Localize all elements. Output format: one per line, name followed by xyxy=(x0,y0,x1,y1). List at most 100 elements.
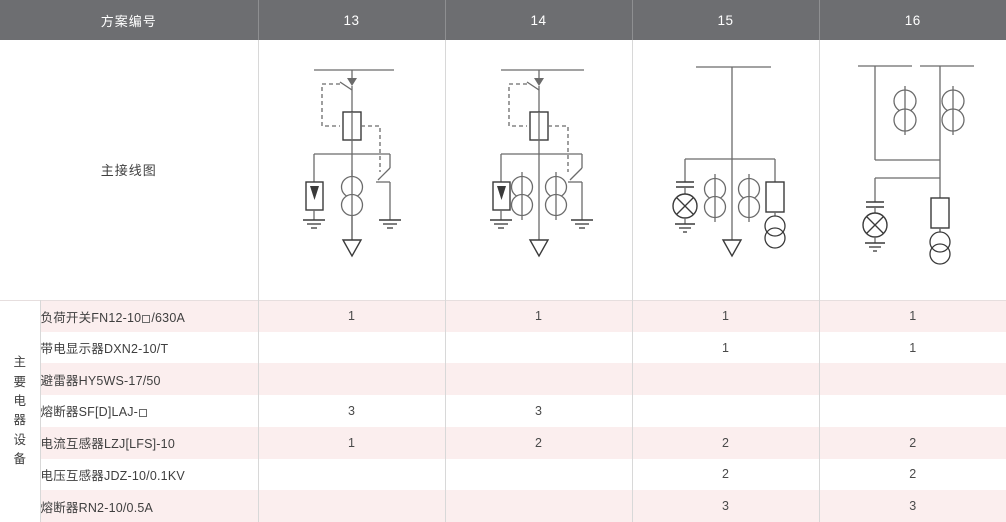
ground-symbol-left xyxy=(302,219,325,229)
schematic-diagram-13 xyxy=(302,69,401,258)
equipment-name-text: 熔断器SF[D]LAJ- xyxy=(40,405,139,420)
ground-symbol xyxy=(674,223,695,233)
equipment-value xyxy=(258,458,446,491)
equipment-value: 1 xyxy=(258,299,446,332)
equipment-value: 1 xyxy=(632,331,820,364)
equipment-name-suffix: /630A xyxy=(151,310,186,325)
table-row: 主 要 电 器 设 备 负荷开关FN12-10/630A 1 1 1 1 xyxy=(0,299,1006,522)
dashed-interlock-right xyxy=(360,125,381,172)
equipment-value xyxy=(819,395,1006,427)
equipment-value: 2 xyxy=(632,458,820,491)
equipment-value: 1 xyxy=(445,299,633,332)
vt-circle-upper xyxy=(929,231,951,253)
earth-switch-blade xyxy=(569,167,582,181)
cable-outgoing-arrow xyxy=(528,239,549,258)
equipment-value: 2 xyxy=(819,426,1006,459)
dashed-interlock-left xyxy=(507,83,527,127)
equipment-name-text: 负荷开关FN12-10 xyxy=(40,310,142,325)
schematic-diagram-15 xyxy=(671,66,786,258)
square-placeholder-icon xyxy=(139,409,148,418)
category-char: 电 xyxy=(13,393,26,408)
category-char: 备 xyxy=(13,452,26,466)
header-scheme-label: 方案编号 xyxy=(0,0,259,41)
dashed-interlock-left xyxy=(320,83,340,127)
equipment-value xyxy=(445,331,633,364)
equipment-name: 熔断器RN2-10/0.5A xyxy=(40,490,259,522)
vt-circle-lower xyxy=(929,243,951,265)
table-header-row: 方案编号 13 14 15 16 xyxy=(0,0,1006,41)
load-switch-blade xyxy=(526,81,539,91)
ground-symbol-right xyxy=(570,219,593,229)
category-label-main-equipment: 主 要 电 器 设 备 xyxy=(0,299,41,522)
equipment-value: 2 xyxy=(819,458,1006,491)
main-wiring-diagram-row: 主接线图 xyxy=(0,40,1006,300)
main-wiring-diagram-label: 主接线图 xyxy=(0,40,259,300)
schematic-diagram-14 xyxy=(489,69,593,258)
live-display-cross-2 xyxy=(865,215,884,234)
category-char: 要 xyxy=(13,374,26,389)
ground-symbol xyxy=(864,242,885,252)
disconnect-arrow-icon xyxy=(346,77,357,86)
header-scheme-13: 13 xyxy=(258,0,446,41)
equipment-value xyxy=(632,395,820,427)
vt-circle-lower xyxy=(763,227,786,249)
equipment-value xyxy=(258,363,446,396)
equipment-value: 1 xyxy=(632,299,820,332)
table-row: 电流互感器LZJ[LFS]-10 1 2 2 2 xyxy=(0,426,1006,459)
equipment-value: 1 xyxy=(819,331,1006,364)
equipment-name: 熔断器SF[D]LAJ- xyxy=(40,395,259,427)
arrester-arrow xyxy=(309,185,319,200)
equipment-value xyxy=(445,363,633,396)
table-row: 带电显示器DXN2-10/T 1 1 xyxy=(0,331,1006,364)
equipment-name: 避雷器HY5WS-17/50 xyxy=(40,363,259,396)
table-row: 熔断器RN2-10/0.5A 3 3 xyxy=(0,490,1006,522)
arrester-arrow xyxy=(496,185,506,200)
equipment-value: 2 xyxy=(632,426,820,459)
live-display-cross-2 xyxy=(675,196,694,215)
ground-symbol-right xyxy=(378,219,401,229)
equipment-value xyxy=(819,363,1006,396)
earth-switch-blade xyxy=(377,167,390,181)
vt-circle-upper xyxy=(763,215,786,237)
ground-symbol-left xyxy=(489,219,512,229)
category-char: 器 xyxy=(13,413,26,428)
equipment-value xyxy=(258,331,446,364)
header-scheme-16: 16 xyxy=(819,0,1006,41)
equipment-value xyxy=(445,458,633,491)
table-row: 避雷器HY5WS-17/50 xyxy=(0,363,1006,396)
equipment-value: 3 xyxy=(632,490,820,522)
equipment-value: 3 xyxy=(819,490,1006,522)
equipment-name: 负荷开关FN12-10/630A xyxy=(40,299,259,332)
equipment-name: 电压互感器JDZ-10/0.1KV xyxy=(40,458,259,491)
equipment-value: 3 xyxy=(445,395,633,427)
equipment-name: 带电显示器DXN2-10/T xyxy=(40,331,259,364)
live-display-capacitor xyxy=(865,201,884,208)
table-row: 电压互感器JDZ-10/0.1KV 2 2 xyxy=(0,458,1006,491)
fuse-box-symbol xyxy=(930,197,950,229)
live-display-capacitor xyxy=(675,181,694,188)
square-placeholder-icon xyxy=(142,314,151,323)
category-char: 主 xyxy=(13,355,26,370)
load-switch-blade xyxy=(339,81,352,91)
cable-outgoing-arrow xyxy=(341,239,362,258)
category-char: 设 xyxy=(13,432,26,447)
equipment-value xyxy=(632,363,820,396)
equipment-value: 1 xyxy=(258,426,446,459)
cable-outgoing-arrow xyxy=(721,239,742,258)
header-scheme-15: 15 xyxy=(632,0,820,41)
equipment-value: 2 xyxy=(445,426,633,459)
dashed-interlock-right xyxy=(547,125,569,172)
table-row: 熔断器SF[D]LAJ- 3 3 xyxy=(0,395,1006,427)
equipment-value xyxy=(258,490,446,522)
schematic-diagram-16 xyxy=(857,65,974,265)
equipment-name: 电流互感器LZJ[LFS]-10 xyxy=(40,426,259,459)
schematic-cell-15 xyxy=(632,40,820,300)
disconnect-arrow-icon xyxy=(533,77,544,86)
header-scheme-14: 14 xyxy=(445,0,633,41)
schematic-cell-13 xyxy=(258,40,446,300)
fuse-box-symbol xyxy=(764,181,785,213)
equipment-value xyxy=(445,490,633,522)
schematic-cell-16 xyxy=(819,40,1006,300)
